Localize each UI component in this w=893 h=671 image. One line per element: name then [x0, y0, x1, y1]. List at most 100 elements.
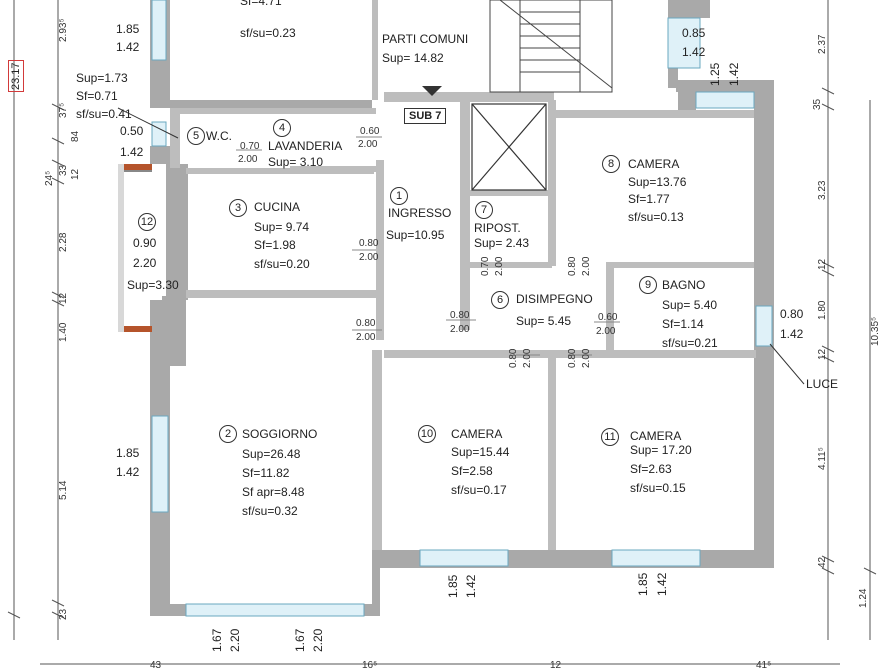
room-7-number: 7	[475, 201, 493, 219]
room-9-sfsu: sf/su=0.21	[662, 336, 718, 350]
room-12-sup: Sup=3.30	[127, 278, 179, 292]
room-9-sf: Sf=1.14	[662, 317, 704, 331]
dim-door-cam11-h: 2.00	[581, 348, 592, 368]
room-7-sup: Sup= 2.43	[474, 236, 530, 250]
room-10-number: 10	[418, 425, 436, 443]
left-dim-11: 23	[58, 608, 69, 620]
dim-door-cam8-w: 0.80	[567, 256, 578, 276]
total-height-dimension: 23.17	[8, 60, 24, 92]
dim-bottom11-h: 1.42	[655, 572, 669, 596]
room-9-name: BAGNO	[662, 278, 706, 292]
room-5-sf: Sf=0.71	[76, 89, 118, 103]
bottom-dim-2: 16⁵	[362, 660, 378, 671]
dim-bottom11-w: 1.85	[636, 572, 650, 596]
room-11-sup: Sup= 17.20	[630, 443, 692, 457]
room-6-name: DISIMPEGNO	[516, 292, 593, 306]
room-3-sf: Sf=1.98	[254, 238, 296, 252]
dim-top-right-win-w: 0.85	[682, 26, 706, 40]
left-dim-7: 2.28	[58, 232, 69, 252]
left-dim-10: 5.14	[58, 480, 69, 500]
dim-balcony-w: 0.90	[133, 236, 157, 250]
room-10-sfsu: sf/su=0.17	[451, 483, 507, 497]
dim-soggiorno-win-w: 1.85	[116, 446, 140, 460]
right-dim-8: 4.11⁵	[817, 447, 828, 470]
room-2-sfsu: sf/su=0.32	[242, 504, 298, 518]
left-dim-8: 12	[58, 292, 69, 304]
dim-right-win-w: 0.80	[780, 307, 804, 321]
parti-comuni-sup: Sup= 14.82	[382, 51, 444, 65]
right-dim-6: 12	[817, 348, 828, 360]
dim-balcony-h: 2.20	[133, 256, 157, 270]
dim-bottom-sogg1-w: 1.67	[210, 628, 224, 652]
dim-top-left-win-h: 1.42	[116, 40, 140, 54]
sub-label: SUB 7	[404, 108, 447, 124]
dim-door-cam11-w: 0.80	[567, 348, 578, 368]
room-5-number: 5	[187, 127, 205, 145]
room-11-name: CAMERA	[630, 429, 682, 443]
room-2-sf: Sf=11.82	[242, 466, 290, 480]
room-2-name: SOGGIORNO	[242, 427, 318, 441]
dim-door-disimp-h: 2.00	[450, 324, 470, 335]
dim-soggiorno-win-h: 1.42	[116, 465, 140, 479]
room-8-number: 8	[602, 155, 620, 173]
room-10-name: CAMERA	[451, 427, 503, 441]
room-3-sfsu: sf/su=0.20	[254, 257, 310, 271]
room-11-number: 11	[601, 428, 619, 446]
dim-door-ripost-h: 2.00	[494, 256, 505, 276]
left-dim-1: 2.93⁵	[58, 18, 69, 42]
left-dim-5: 33	[58, 164, 69, 176]
dim-bottom-sogg2-h: 2.20	[311, 628, 325, 652]
bottom-dim-1: 43	[150, 660, 162, 671]
dim-wc-win-h: 1.42	[120, 145, 144, 159]
room-9-sup: Sup= 5.40	[662, 298, 718, 312]
luce-label: LUCE	[806, 377, 839, 391]
room-6-sup: Sup= 5.45	[516, 314, 572, 328]
room-3-name: CUCINA	[254, 200, 301, 214]
dim-door-ripost-w: 0.70	[480, 256, 491, 276]
dim-door-bagno-w: 0.60	[598, 312, 618, 323]
room-10-sf: Sf=2.58	[451, 464, 493, 478]
room-1-sup: Sup=10.95	[386, 228, 445, 242]
top-room-sf: Sf=4.71	[240, 0, 282, 8]
room-4-sup: Sup= 3.10	[268, 155, 324, 169]
right-dim-10: 1.24	[858, 588, 869, 608]
dim-top-right-win-h: 1.42	[682, 45, 706, 59]
right-dim-7: 10.35⁵	[870, 316, 881, 346]
bottom-dim-3: 12	[550, 660, 562, 671]
dim-bottom10-h: 1.42	[464, 574, 478, 598]
room-1-name: INGRESSO	[388, 206, 452, 220]
room-3-sup: Sup= 9.74	[254, 220, 310, 234]
room-5-sup: Sup=1.73	[76, 71, 128, 85]
dim-bottom10-w: 1.85	[446, 574, 460, 598]
dim-door-bagno-h: 2.00	[596, 326, 616, 337]
dim-vert-125: 1.25	[708, 62, 722, 86]
dim-vert-142: 1.42	[727, 62, 741, 86]
right-dim-3: 3.23	[817, 180, 828, 200]
left-dim-9: 1.40	[58, 322, 69, 342]
bottom-dim-4: 41⁵	[756, 660, 772, 671]
room-1-number: 1	[390, 187, 408, 205]
dim-right-win-h: 1.42	[780, 327, 804, 341]
room-5-name: W.C.	[206, 129, 232, 143]
right-dim-5: 1.80	[817, 300, 828, 320]
dim-door-cam8-h: 2.00	[581, 256, 592, 276]
room-2-sup: Sup=26.48	[242, 447, 301, 461]
right-dim-2: 35	[812, 98, 823, 110]
dim-top-left-win-w: 1.85	[116, 22, 140, 36]
dim-door-cucina-h: 2.00	[359, 252, 379, 263]
room-5-sfsu: sf/su=0.41	[76, 107, 132, 121]
room-7-name: RIPOST.	[474, 221, 521, 235]
room-10-sup: Sup=15.44	[451, 445, 510, 459]
left-dim-3: 84	[70, 130, 81, 142]
top-room-sfsu: sf/su=0.23	[240, 26, 296, 40]
room-6-number: 6	[491, 291, 509, 309]
right-dim-1: 2.37	[817, 34, 828, 54]
right-dim-9: 42	[817, 556, 828, 568]
dim-wc-win-w: 0.50	[120, 124, 144, 138]
left-dim-2: 37⁵	[58, 102, 69, 118]
room-9-number: 9	[639, 276, 657, 294]
parti-comuni-name: PARTI COMUNI	[382, 32, 469, 46]
dim-door-lav-h: 2.00	[238, 154, 258, 165]
room-8-name: CAMERA	[628, 157, 680, 171]
